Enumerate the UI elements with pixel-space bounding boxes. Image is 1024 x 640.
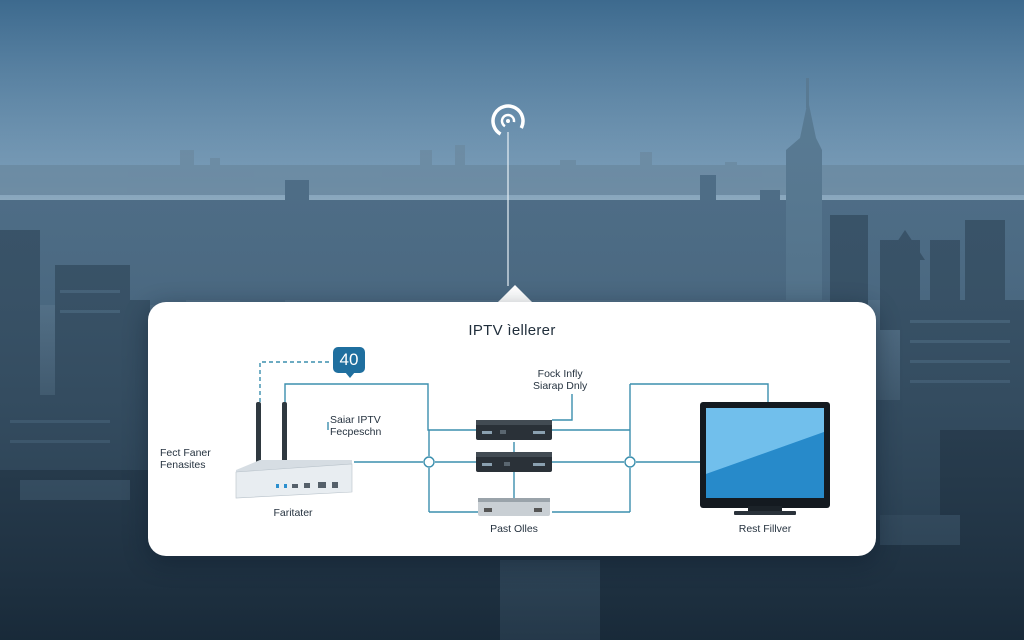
panel-pointer (497, 285, 533, 303)
mid-left-label-line1: Saiar IPTV (330, 414, 381, 426)
router-side-label: Fect Faner Fenasites (160, 447, 211, 471)
tv-label: Rest Fillver (738, 523, 792, 535)
boxes-label: Past Olles (490, 523, 538, 535)
diagram-title: IPTV ìellerer (468, 322, 556, 339)
set-top-box-2-icon (476, 452, 552, 472)
mid-left-label: Saiar IPTV Fecpeschn (330, 414, 381, 438)
router-icon (235, 402, 353, 499)
mid-left-label-line2: Fecpeschn (330, 426, 382, 438)
tv-icon (700, 402, 830, 515)
top-right-label-line2: Siarap Dnly (533, 380, 588, 392)
wifi-signal-icon (491, 104, 525, 138)
top-right-label: Fock Infly Siarap Dnly (533, 368, 587, 392)
router-label: Faritater (273, 507, 313, 519)
router-side-label-line2: Fenasites (160, 459, 206, 471)
connection-diagram (235, 361, 830, 516)
count-badge: 40 (333, 347, 365, 373)
set-top-box-1-icon (476, 420, 552, 440)
set-top-box-3-icon (478, 498, 550, 516)
badge-pointer (345, 372, 355, 378)
iptv-diagram-panel: IPTV ìellerer 40 Fock Infly Siarap Dnly … (148, 302, 876, 556)
top-right-label-line1: Fock Infly (537, 368, 583, 380)
router-side-label-line1: Fect Faner (160, 447, 211, 459)
